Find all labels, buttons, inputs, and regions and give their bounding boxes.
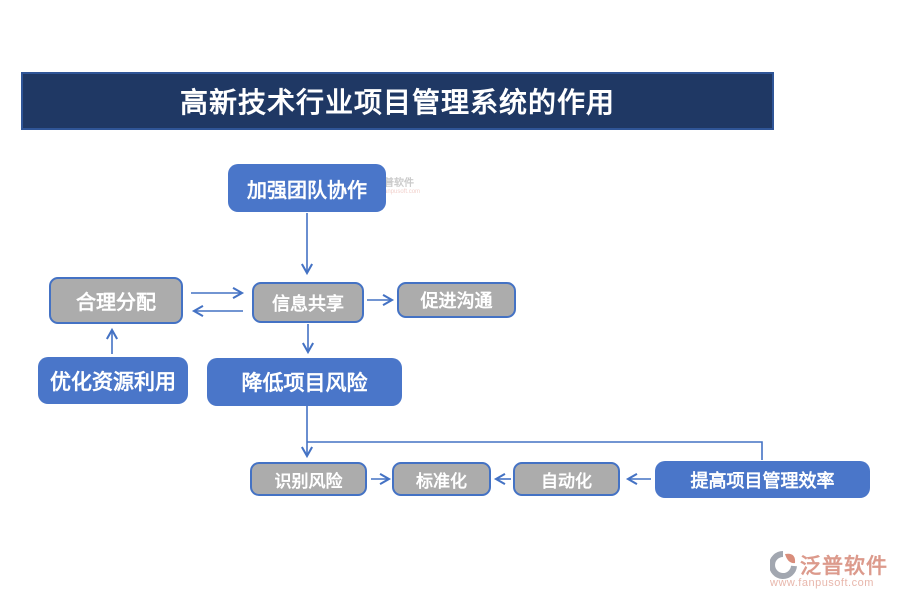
watermark: 泛普软件 www.fanpusoft.com [368, 178, 420, 196]
node-strengthen-team-collab: 加强团队协作 [228, 164, 386, 212]
watermark-text: 泛普软件 [374, 178, 415, 189]
node-label: 促进沟通 [420, 291, 493, 311]
node-automation: 自动化 [513, 462, 620, 496]
node-promote-communication: 促进沟通 [397, 282, 516, 318]
node-label: 自动化 [541, 471, 592, 491]
node-label: 标准化 [416, 471, 467, 491]
node-label: 合理分配 [76, 292, 156, 314]
node-label: 降低项目风险 [241, 372, 368, 395]
node-optimize-resource-use: 优化资源利用 [38, 357, 188, 404]
brand-url: www.fanpusoft.com [770, 577, 874, 589]
page-title: 高新技术行业项目管理系统的作用 [179, 87, 615, 118]
node-identify-risk: 识别风险 [250, 462, 367, 496]
node-improve-pm-efficiency: 提高项目管理效率 [655, 461, 870, 498]
connector-risk-to-efficiency [307, 441, 763, 460]
node-info-sharing: 信息共享 [252, 282, 364, 323]
node-label: 识别风险 [274, 471, 343, 491]
title-banner: 高新技术行业项目管理系统的作用 [21, 72, 774, 130]
node-standardization: 标准化 [392, 462, 491, 496]
fanpu-logo-icon [770, 551, 797, 579]
node-label: 提高项目管理效率 [690, 470, 835, 491]
node-reasonable-allocation: 合理分配 [49, 277, 183, 324]
brand-name: 泛普软件 [800, 555, 888, 578]
node-label: 信息共享 [272, 293, 344, 314]
node-label: 加强团队协作 [247, 179, 367, 202]
node-reduce-project-risk: 降低项目风险 [207, 358, 402, 406]
node-label: 优化资源利用 [50, 370, 176, 394]
watermark-subtext: www.fanpusoft.com [368, 189, 421, 195]
